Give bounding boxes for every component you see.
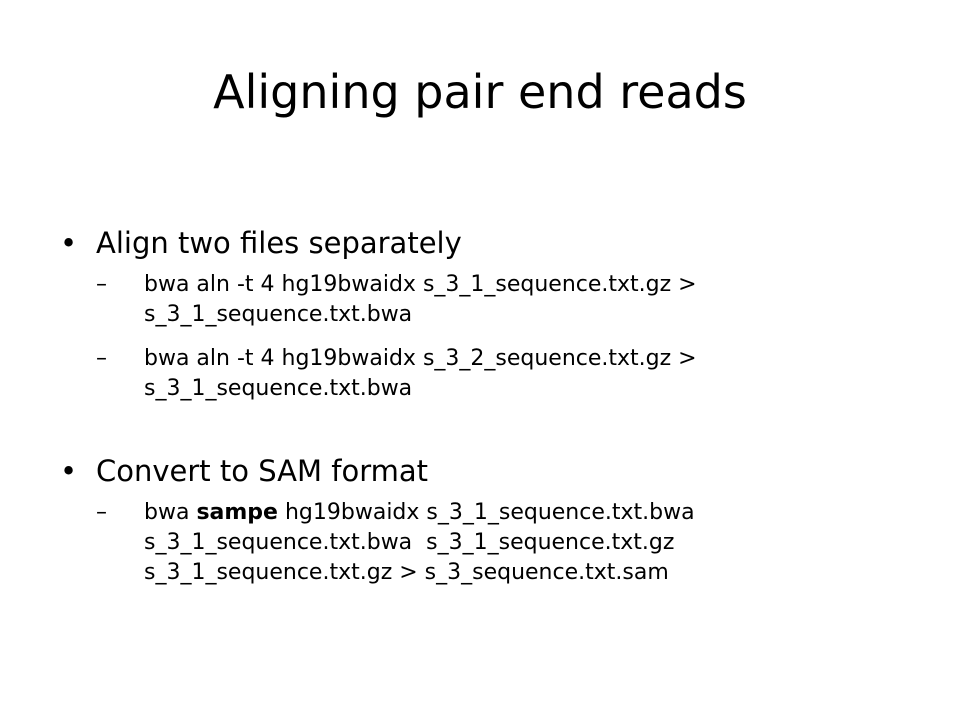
sub-item-align-read2: – bwa aln -t 4 hg19bwaidx s_3_2_sequence… <box>60 344 920 404</box>
command-line: s_3_1_sequence.txt.gz > s_3_sequence.txt… <box>144 560 669 585</box>
command-line: s_3_1_sequence.txt.bwa <box>144 302 413 327</box>
dash-icon: – <box>96 346 107 371</box>
dash-icon: – <box>96 500 107 525</box>
sub-item-sampe: – bwa sampe hg19bwaidx s_3_1_sequence.tx… <box>60 498 920 588</box>
command-text: hg19bwaidx s_3_1_sequence.txt.bwa <box>277 500 695 525</box>
command-line: bwa aln -t 4 hg19bwaidx s_3_1_sequence.t… <box>144 272 697 297</box>
slide-title: Aligning pair end reads <box>213 65 747 119</box>
command-line: s_3_1_sequence.txt.bwa <box>144 376 413 401</box>
bullet-text: Convert to SAM format <box>96 454 428 488</box>
bullet-dot-icon: • <box>60 454 78 488</box>
slide-content: • Align two files separately – bwa aln -… <box>60 222 920 588</box>
command-keyword: sampe <box>196 500 278 525</box>
dash-icon: – <box>96 272 107 297</box>
command-line: bwa sampe hg19bwaidx s_3_1_sequence.txt.… <box>144 498 920 528</box>
bullet-dot-icon: • <box>60 226 78 260</box>
sub-item-align-read1: – bwa aln -t 4 hg19bwaidx s_3_1_sequence… <box>60 270 920 330</box>
bullet-text: Align two files separately <box>96 226 462 260</box>
bullet-convert-sam: • Convert to SAM format <box>60 450 920 492</box>
command-line: bwa aln -t 4 hg19bwaidx s_3_2_sequence.t… <box>144 346 697 371</box>
bullet-align-files: • Align two files separately <box>60 222 920 264</box>
command-text: bwa <box>144 500 197 525</box>
command-line: s_3_1_sequence.txt.bwa s_3_1_sequence.tx… <box>144 530 675 555</box>
